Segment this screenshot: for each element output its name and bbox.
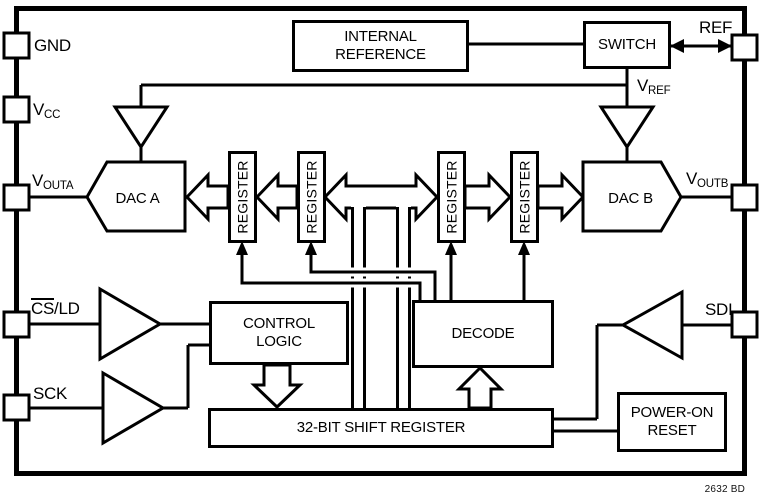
pin-square-vouta (2, 183, 31, 212)
pin-label-vouta: VOUTA (32, 171, 74, 192)
register-label: REGISTER (516, 160, 533, 234)
block-register-b-input: REGISTER (437, 151, 466, 243)
figure-label: 2632 BD (704, 484, 745, 495)
register-label: REGISTER (443, 160, 460, 234)
block-internal-reference-line1: INTERNAL (344, 28, 417, 46)
block-control-logic-line1: CONTROL (243, 315, 315, 333)
bus-arrow-reg4-dacb (536, 171, 586, 223)
pin-square-voutb (730, 183, 759, 212)
bus-stem-right-walls (396, 207, 411, 408)
block-switch: SWITCH (583, 21, 671, 69)
bus-arrow-reg1-daca (184, 171, 230, 223)
bus-arrow-ctrl-shiftreg (250, 363, 304, 410)
register-label: REGISTER (303, 160, 320, 234)
wire-decode-reg2 (309, 252, 437, 300)
bus-arrow-reg2-reg1 (254, 171, 299, 223)
buffer-sdi (619, 289, 684, 361)
bus-stem-left-walls (351, 207, 366, 408)
buffer-sck (101, 370, 166, 446)
vouta-base: V (32, 171, 44, 190)
arrowhead-ref-right (718, 39, 732, 53)
voutb-sub: OUTB (697, 178, 729, 190)
register-label: REGISTER (234, 160, 251, 234)
block-power-on-reset: POWER-ON RESET (617, 392, 727, 452)
arrowhead-reg4 (518, 241, 530, 255)
block-register-b-dac: REGISTER (510, 151, 539, 243)
pin-label-csld: CS/LD (31, 298, 80, 318)
block-internal-reference: INTERNAL REFERENCE (292, 20, 469, 72)
block-control-logic-line2: LOGIC (256, 333, 302, 350)
block-switch-label: SWITCH (598, 36, 656, 54)
buffers (98, 105, 684, 446)
pin-label-sck: SCK (33, 384, 68, 403)
decode-load-lines (240, 252, 437, 300)
vref-base: V (637, 76, 649, 95)
bus-arrow-center (322, 171, 440, 223)
buffer-dac-b (598, 105, 656, 150)
dac-a-shape (85, 160, 187, 233)
block-decode: DECODE (412, 300, 554, 368)
arrowhead-reg3 (445, 241, 457, 255)
wires (28, 42, 733, 433)
bus-stems (351, 204, 411, 408)
pin-label-ref: REF (699, 18, 733, 37)
pin-label-gnd: GND (34, 36, 71, 55)
arrowheads (236, 39, 732, 255)
bus-stem-left (351, 204, 366, 408)
vcc-sub: CC (44, 109, 61, 121)
bus-stem-right (396, 204, 411, 408)
block-power-on-reset-line1: POWER-ON (630, 404, 714, 422)
csld-rest: /LD (54, 299, 80, 318)
buffer-csld (98, 286, 163, 362)
vouta-sub: OUTA (43, 180, 74, 192)
block-control-logic: CONTROL LOGIC (209, 301, 349, 365)
dac-b-shape (581, 160, 683, 233)
block-register-a-dac: REGISTER (228, 151, 257, 243)
buffer-dac-a (112, 105, 170, 150)
chip-outline (14, 6, 747, 476)
wire-vref-net (139, 68, 629, 163)
block-power-on-reset-line2: RESET (647, 422, 697, 439)
pin-square-sck (2, 393, 31, 422)
bus-arrow-reg3-reg4 (463, 171, 513, 223)
vref-sub: REF (648, 85, 671, 97)
pin-square-ref (730, 33, 759, 62)
wire-decode-reg1 (240, 252, 422, 300)
bus-arrow-shiftreg-decode (455, 365, 505, 410)
voutb-base: V (686, 169, 698, 188)
dac-a-label: DAC A (115, 190, 160, 207)
wire-sdi (552, 323, 733, 421)
block-decode-label: DECODE (451, 325, 515, 343)
net-label-vref: VREF (637, 76, 671, 97)
pin-square-gnd (2, 31, 31, 60)
arrowhead-reg2 (305, 241, 317, 255)
pin-square-sdi (730, 310, 759, 339)
vcc-base: V (33, 100, 45, 119)
pin-label-voutb: VOUTB (686, 169, 729, 190)
pin-label-vcc: VCC (33, 100, 61, 121)
block-shift-register-label: 32-BIT SHIFT REGISTER (296, 419, 466, 437)
pins (2, 31, 759, 422)
pin-label-sdi: SDI (705, 300, 733, 319)
dac-b-label: DAC B (608, 190, 653, 207)
block-internal-reference-line2: REFERENCE (335, 46, 426, 63)
block-shift-register: 32-BIT SHIFT REGISTER (208, 408, 554, 448)
wire-sck (28, 343, 209, 410)
csld-overline: CS (31, 298, 55, 318)
block-register-a-input: REGISTER (297, 151, 326, 243)
pin-square-csld (2, 310, 31, 339)
arrowhead-ref-left (670, 39, 684, 53)
arrowhead-reg1 (236, 241, 248, 255)
pin-square-vcc (2, 95, 31, 124)
